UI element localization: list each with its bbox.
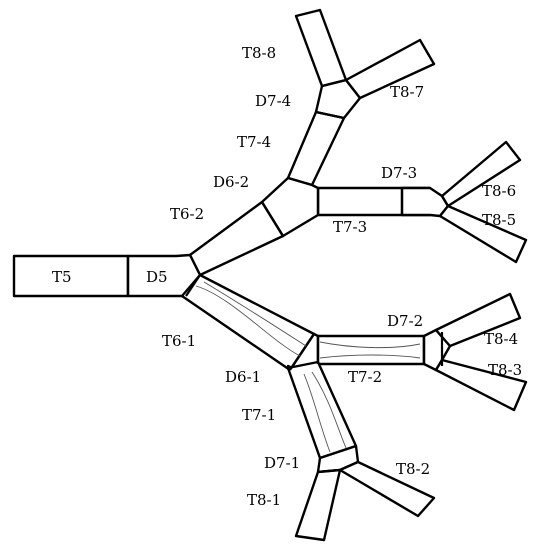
flow-curve-t7-2-a: [319, 341, 421, 349]
label-t8-3: T8-3: [488, 361, 522, 379]
label-t7-4: T7-4: [237, 133, 271, 151]
label-t6-1: T6-1: [162, 332, 196, 350]
segment-t8-8: [294, 8, 348, 88]
divider-d5-branches: [185, 274, 201, 297]
segment-t8-5: [438, 204, 528, 264]
label-t8-4: T8-4: [484, 330, 518, 348]
segment-t5: [12, 254, 130, 298]
flow-curve-t7-1-b: [311, 371, 347, 449]
segment-t7-4: [286, 110, 346, 187]
divider-t6-1-d6-1: [289, 333, 315, 371]
flow-curve-t6-1-b: [203, 281, 307, 347]
label-d7-1: D7-1: [264, 454, 300, 472]
label-d6-2: D6-2: [213, 173, 249, 191]
label-t7-1: T7-1: [242, 406, 276, 424]
joint-d7-3: [400, 186, 450, 218]
divider-d7-4-t8-8: [321, 78, 347, 88]
divider-d7-1-t8-1: [317, 468, 341, 474]
label-t7-3: T7-3: [333, 218, 367, 236]
label-d7-4: D7-4: [255, 92, 291, 110]
label-t8-7: T8-7: [390, 83, 424, 101]
divider-t7-1-d7-1: [319, 444, 357, 460]
label-d6-1: D6-1: [225, 368, 261, 386]
segment-t8-1: [294, 468, 342, 542]
segment-t7-1: [286, 360, 358, 460]
segment-t8-7: [344, 38, 436, 100]
divider-t7-4-d7-4: [315, 110, 345, 120]
label-d7-3: D7-3: [381, 164, 417, 182]
divider-d7-3-branches: [441, 195, 449, 207]
label-t5: T5: [52, 268, 72, 286]
label-d5: D5: [146, 268, 168, 286]
label-t8-6: T8-6: [482, 182, 516, 200]
segment-t8-4: [434, 292, 522, 348]
label-d7-2: D7-2: [387, 312, 423, 330]
flow-curve-t7-1-a: [303, 373, 331, 453]
segment-t8-2: [338, 460, 436, 518]
segment-t8-3: [434, 358, 528, 412]
label-t6-2: T6-2: [170, 205, 204, 223]
flow-curve-t7-2-b: [319, 354, 421, 359]
label-t7-2: T7-2: [348, 368, 382, 386]
segment-t7-2: [316, 334, 426, 366]
label-t8-8: T8-8: [242, 44, 276, 62]
divider-d6-2-t7-4: [287, 176, 313, 187]
label-t8-1: T8-1: [247, 491, 281, 509]
segment-t6-1: [180, 273, 316, 372]
divider-t6-2-d6-2: [261, 201, 284, 237]
label-t8-2: T8-2: [396, 460, 430, 478]
flow-curve-t6-1-a: [195, 285, 301, 357]
label-t8-5: T8-5: [482, 211, 516, 229]
